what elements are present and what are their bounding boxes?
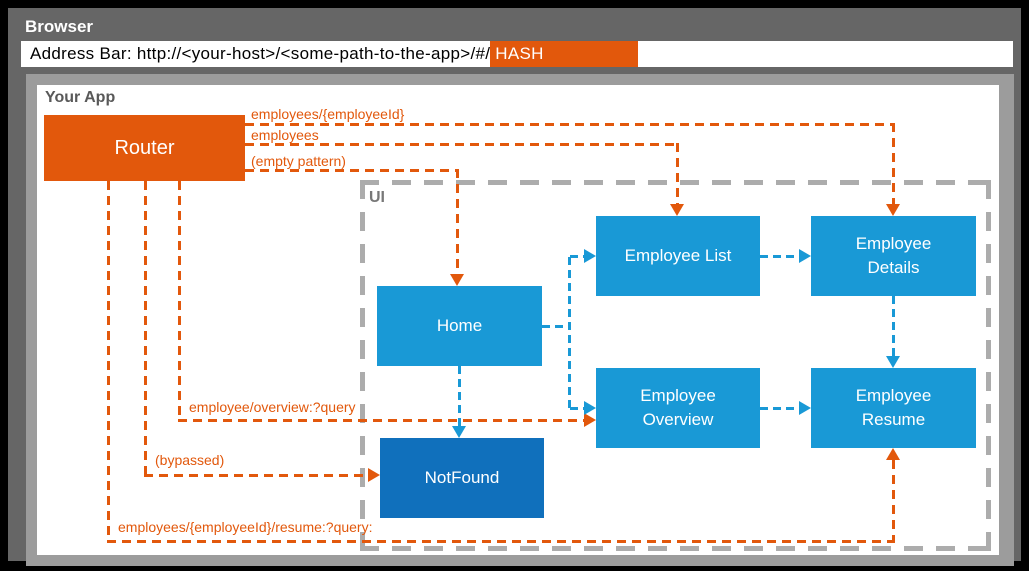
employee-resume-box: Employee Resume (811, 368, 976, 448)
home-label: Home (436, 316, 483, 335)
arrowhead-into-employee-details (886, 204, 900, 216)
route-line-employee-details-v (892, 123, 895, 205)
route-line-employee-list-h (245, 143, 679, 146)
route-line-employee-overview-h (178, 419, 586, 422)
arrowhead-into-home (450, 274, 464, 286)
nav-line-details-to-resume (892, 296, 895, 356)
address-bar: Address Bar: http://<your-host>/<some-pa… (21, 41, 1013, 67)
route-line-employee-overview-v (178, 181, 181, 420)
employee-overview-box: Employee Overview (596, 368, 760, 448)
browser-window: Browser Address Bar: http://<your-host>/… (8, 8, 1021, 566)
employee-list-label: Employee List (624, 246, 732, 265)
route-label-not-found: (bypassed) (155, 452, 225, 468)
nav-line-home-to-overview (570, 407, 584, 410)
nav-line-home-branch-v (568, 257, 571, 409)
arrowhead-home-to-not-found (452, 426, 466, 438)
ui-container-border-left (360, 180, 365, 551)
route-label-employee-overview: employee/overview:?query (189, 399, 356, 415)
employee-overview-label-line2: Overview (642, 410, 714, 429)
route-line-employee-list-v (676, 143, 679, 204)
arrowhead-into-employee-resume-bottom (886, 448, 900, 460)
arrowhead-into-employee-overview (584, 413, 596, 427)
arrowhead-home-to-employee-list (584, 249, 596, 263)
arrowhead-into-employee-list (670, 204, 684, 216)
arrowhead-into-not-found (368, 468, 380, 482)
route-line-employee-resume-v1 (107, 181, 110, 541)
employee-list-box: Employee List (596, 216, 760, 296)
hash-segment-highlight: HASH (490, 41, 639, 67)
nav-line-home-out (542, 325, 570, 328)
route-line-employee-details-h (245, 123, 895, 126)
employee-resume-label-line2: Resume (861, 410, 926, 429)
nav-line-home-to-notfound (458, 366, 461, 426)
arrowhead-details-to-resume (886, 356, 900, 368)
route-line-employee-resume-h (107, 540, 895, 543)
ui-container-border-bottom (360, 546, 991, 551)
route-label-employee-list: employees (251, 127, 319, 143)
ui-container-border-top (360, 180, 991, 185)
browser-title: Browser (25, 17, 94, 36)
arrowhead-list-to-details (799, 249, 811, 263)
route-line-home-v (456, 169, 459, 274)
arrowhead-overview-to-resume (799, 401, 811, 415)
employee-resume-label-line1: Employee (855, 386, 932, 405)
employee-details-label-line1: Employee (855, 234, 932, 253)
nav-line-list-to-details (760, 255, 801, 258)
arrowhead-home-to-employee-overview (584, 401, 596, 415)
route-line-employee-resume-v2 (892, 460, 895, 540)
ui-title: UI (369, 189, 385, 206)
not-found-box: NotFound (380, 438, 544, 518)
ui-container-border-right (986, 180, 991, 551)
employee-overview-label-line1: Employee (640, 386, 716, 405)
your-app-frame: Your App UI Router Home Employee List Em… (26, 74, 1014, 566)
route-line-not-found-v (144, 181, 147, 475)
route-label-employee-details: employees/{employeeId} (251, 106, 405, 122)
employee-details-box: Employee Details (811, 216, 976, 296)
nav-line-overview-to-resume (760, 407, 801, 410)
your-app-title: Your App (45, 89, 116, 106)
nav-line-home-to-list (570, 255, 584, 258)
router-box: Router (44, 115, 245, 181)
home-box: Home (377, 286, 542, 366)
your-app-content: Your App UI Router Home Employee List Em… (37, 85, 999, 555)
route-label-employee-resume: employees/{employeeId}/resume:?query: (118, 519, 373, 535)
employee-details-label-line2: Details (867, 258, 920, 277)
address-bar-text: Address Bar: http://<your-host>/<some-pa… (30, 44, 491, 63)
route-label-home: (empty pattern) (251, 153, 346, 169)
route-line-not-found-h (144, 474, 370, 477)
not-found-label: NotFound (424, 468, 500, 487)
route-line-home-h (245, 169, 459, 172)
